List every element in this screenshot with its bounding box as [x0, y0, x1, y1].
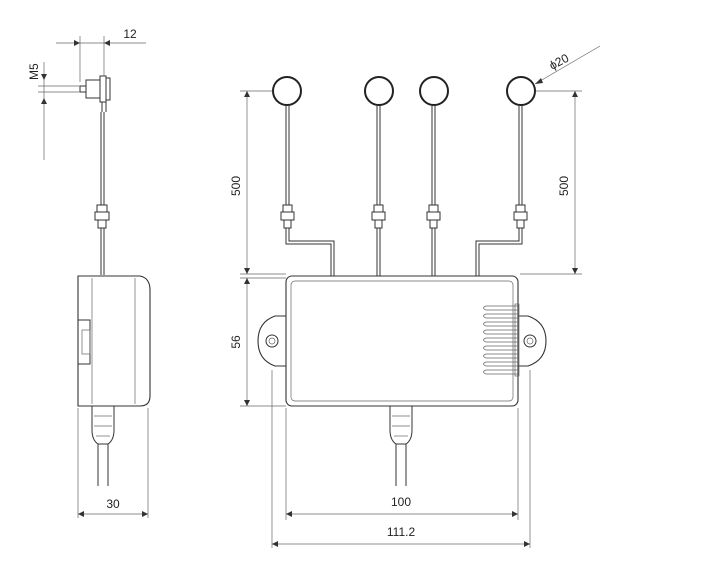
led-light-3	[419, 76, 449, 106]
m5-connector	[79, 75, 111, 112]
side-inline-connector	[94, 204, 110, 275]
front-view: ϕ20	[229, 45, 601, 548]
cable-4	[475, 105, 528, 276]
led-light-1	[272, 76, 302, 106]
dim-100-label: 100	[391, 495, 411, 509]
dim-phi20-label: ϕ20	[547, 51, 572, 73]
cable-2	[371, 105, 386, 276]
dim-111-2: 111.2	[271, 370, 531, 548]
dim-500-left-label: 500	[229, 176, 243, 196]
dim-12: 12	[56, 27, 146, 82]
driver-housing	[257, 275, 547, 486]
dim-500-left: 500	[229, 90, 286, 275]
side-body	[77, 275, 151, 486]
dim-30-label: 30	[106, 497, 120, 511]
dim-12-label: 12	[123, 27, 137, 41]
dim-30: 30	[77, 408, 149, 518]
dim-56: 56	[229, 277, 286, 407]
vent-fins	[483, 303, 520, 377]
m5-dimension: M5	[27, 62, 80, 160]
dim-111-2-label: 111.2	[387, 525, 416, 539]
dim-100: 100	[285, 408, 519, 520]
led-light-2	[364, 76, 394, 106]
dim-56-label: 56	[229, 335, 243, 349]
cable-3	[426, 105, 441, 276]
cable-1	[280, 105, 335, 276]
dim-500-right-label: 500	[557, 176, 571, 196]
dim-phi20: ϕ20	[534, 45, 601, 85]
dim-500-right: 500	[520, 90, 582, 275]
led-light-4	[506, 76, 536, 106]
side-view: M5 12	[27, 27, 151, 518]
m5-label: M5	[27, 63, 41, 80]
